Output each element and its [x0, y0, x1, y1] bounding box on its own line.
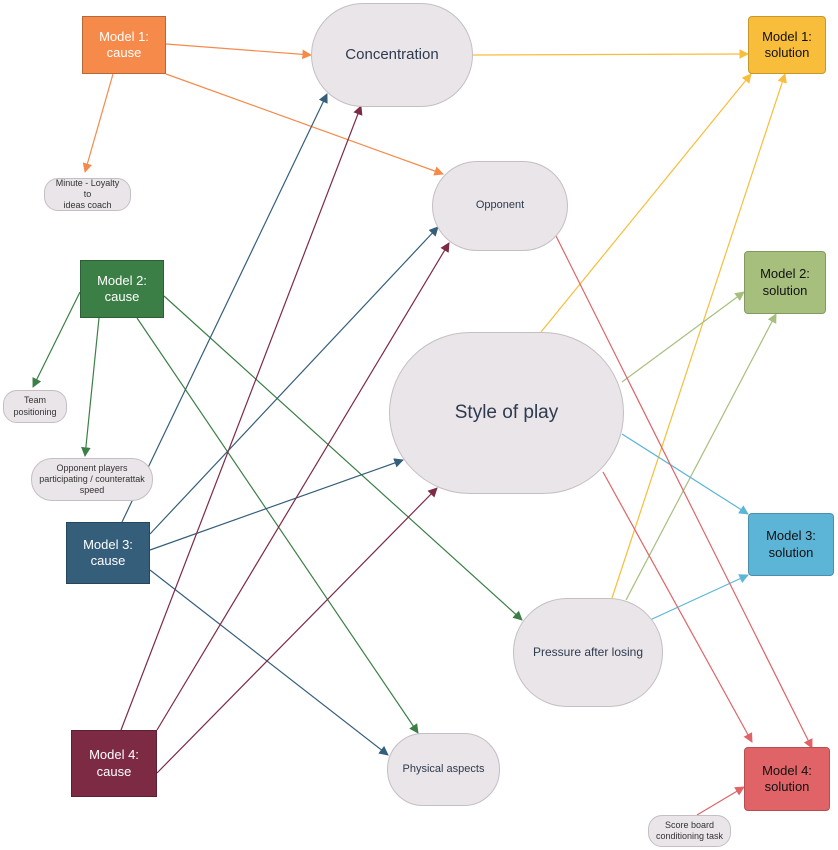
arrow-pressure-s1 [611, 73, 787, 599]
score-board-note[interactable]: Score board conditioning task [648, 815, 731, 847]
arrow-m4-style [156, 487, 438, 774]
arrow-m1-minute [82, 73, 114, 173]
opponent-players-note[interactable]: Opponent players participating / counter… [31, 458, 153, 501]
model-3-solution[interactable]: Model 3: solution [748, 513, 834, 576]
arrow-m4-concentration [120, 105, 363, 731]
arrow-style-s4 [602, 471, 753, 743]
arrow-m4-opponent [156, 242, 450, 731]
model-1-solution[interactable]: Model 1: solution [748, 16, 826, 74]
arrow-m2-pressure [163, 295, 523, 621]
model-2-cause[interactable]: Model 2: cause [80, 260, 164, 318]
arrow-m2-opp-players [81, 317, 100, 457]
arrow-style-s2 [621, 291, 745, 383]
style-of-play-node[interactable]: Style of play [389, 332, 624, 494]
team-positioning-note[interactable]: Team positioning [3, 390, 67, 423]
arrow-m3-style [149, 458, 404, 551]
arrow-pressure-s3 [649, 574, 749, 621]
model-4-cause[interactable]: Model 4: cause [71, 730, 157, 797]
minute-loyalty-note[interactable]: Minute - Loyalty to ideas coach [44, 178, 131, 211]
arrow-m2-team [32, 291, 81, 388]
arrow-m3-concentration [121, 93, 328, 523]
model-3-cause[interactable]: Model 3: cause [66, 522, 150, 584]
arrow-m3-opponent [149, 226, 439, 535]
arrow-score-s4 [696, 786, 745, 816]
arrow-opponent-s4 [555, 235, 813, 749]
arrow-pressure-s2 [625, 313, 777, 601]
physical-aspects-node[interactable]: Physical aspects [387, 733, 500, 806]
arrow-concentration-s1 [472, 49, 749, 59]
arrow-m2-physical [136, 317, 419, 734]
arrow-style-s3 [621, 433, 749, 515]
model-1-cause[interactable]: Model 1: cause [82, 16, 166, 74]
arrow-m1-opponent [165, 73, 444, 176]
pressure-after-losing-node[interactable]: Pressure after losing [513, 598, 663, 707]
opponent-node[interactable]: Opponent [432, 161, 568, 251]
model-4-solution[interactable]: Model 4: solution [744, 747, 830, 811]
concentration-node[interactable]: Concentration [311, 3, 473, 107]
arrow-m1-concentration [165, 43, 312, 60]
arrow-style-s1 [540, 73, 752, 333]
model-2-solution[interactable]: Model 2: solution [744, 251, 826, 314]
arrow-m3-physical [149, 569, 389, 756]
